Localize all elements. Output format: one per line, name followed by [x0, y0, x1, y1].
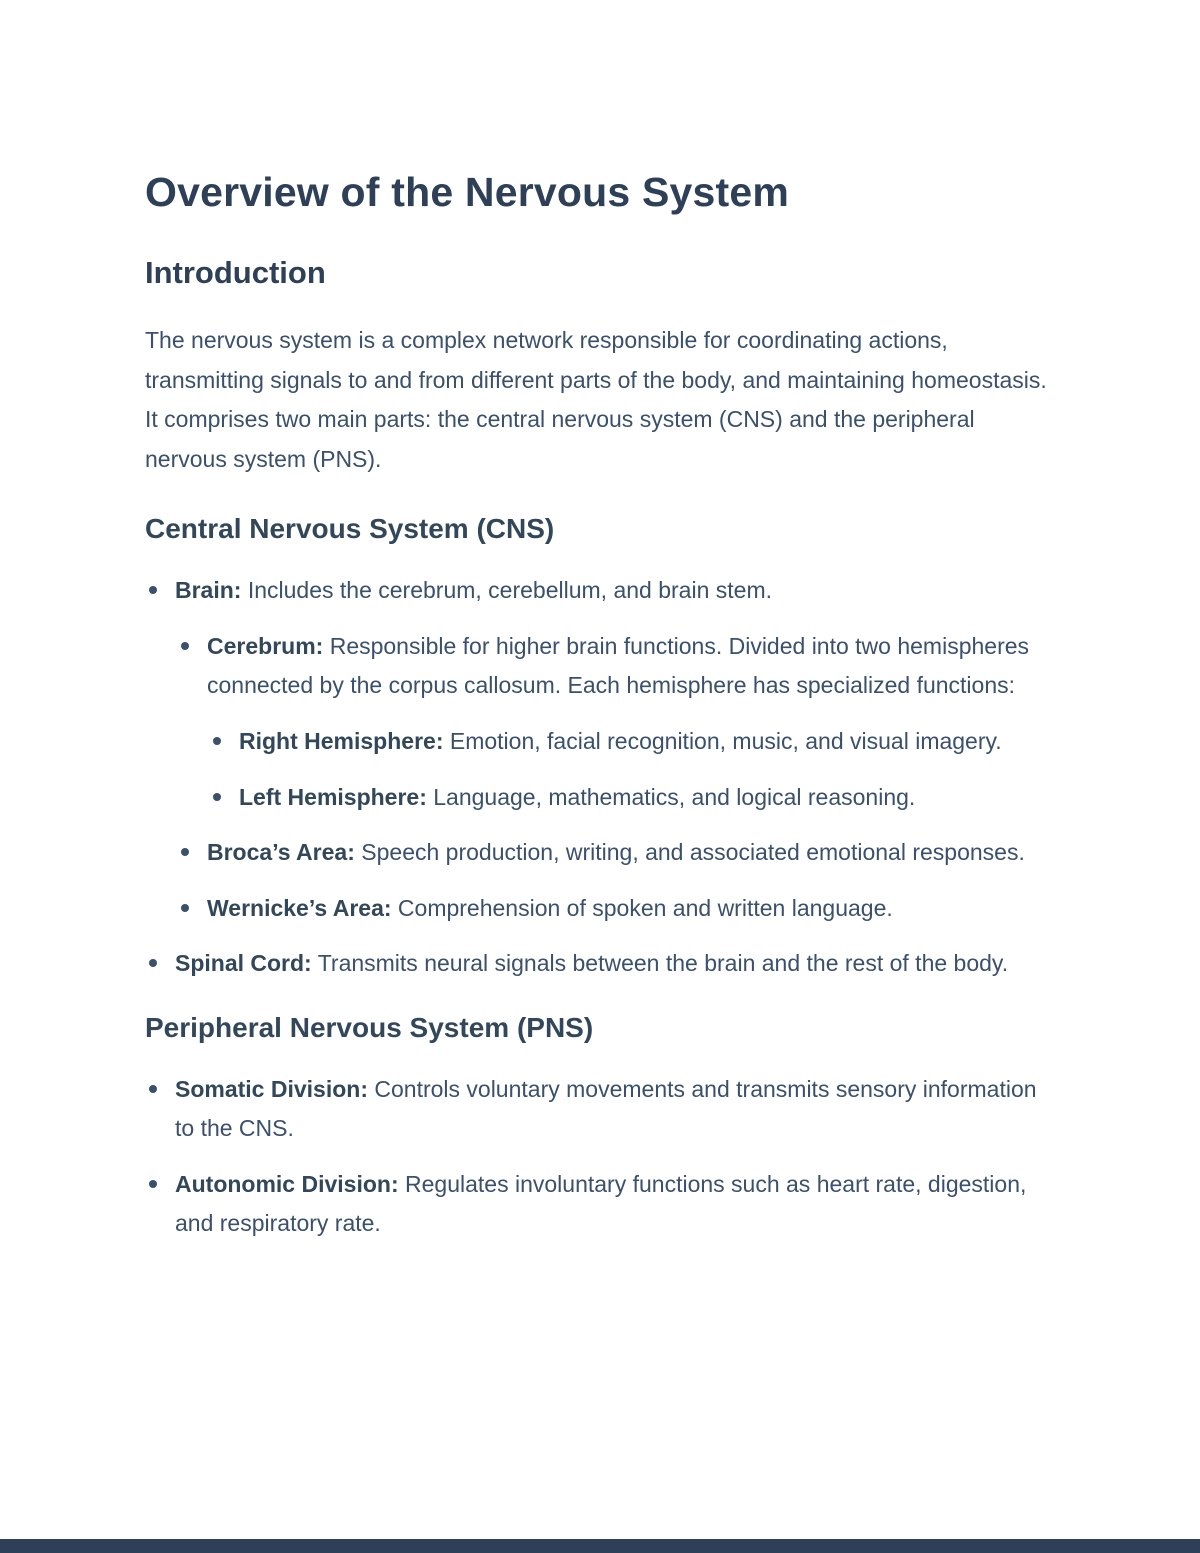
list-item-text: Regulates involuntary functions such as …: [175, 1170, 1027, 1237]
list-item-text: Emotion, facial recognition, music, and …: [443, 728, 1002, 755]
bullet-list: Right Hemisphere: Emotion, facial recogn…: [207, 722, 1057, 817]
list-item-text: Controls voluntary movements and transmi…: [175, 1075, 1037, 1142]
list-item-term: Brain:: [175, 577, 242, 604]
section-heading: Central Nervous System (CNS): [145, 513, 555, 545]
list-item: Autonomic Division: Regulates involuntar…: [145, 1165, 1057, 1244]
bullet-list: Somatic Division: Controls voluntary mov…: [145, 1070, 1057, 1244]
list-item: Broca’s Area: Speech production, writing…: [177, 833, 1057, 873]
section-heading: Peripheral Nervous System (PNS): [145, 1011, 594, 1043]
list-item-text: Comprehension of spoken and written lang…: [391, 894, 893, 921]
bullet-list: Cerebrum: Responsible for higher brain f…: [175, 627, 1057, 928]
list-item-text: Speech production, writing, and associat…: [354, 839, 1025, 866]
page-title: Overview of the Nervous System: [145, 169, 790, 215]
list-item: Brain: Includes the cerebrum, cerebellum…: [145, 571, 1057, 928]
list-item: Spinal Cord: Transmits neural signals be…: [145, 944, 1057, 984]
list-item-term: Wernicke’s Area:: [207, 894, 392, 921]
list-item-term: Broca’s Area:: [207, 839, 355, 866]
list-item-text: Transmits neural signals between the bra…: [311, 950, 1009, 977]
list-item-term: Autonomic Division:: [175, 1170, 399, 1197]
list-item: Wernicke’s Area: Comprehension of spoken…: [177, 889, 1057, 929]
paragraph: The nervous system is a complex network …: [145, 327, 1047, 472]
list-item-term: Somatic Division:: [175, 1075, 368, 1102]
footer-bar: [0, 1539, 1200, 1553]
list-item-term: Left Hemisphere:: [239, 783, 427, 810]
list-item: Somatic Division: Controls voluntary mov…: [145, 1070, 1057, 1149]
bullet-list: Brain: Includes the cerebrum, cerebellum…: [145, 571, 1057, 983]
list-item-text: Language, mathematics, and logical reaso…: [426, 783, 916, 810]
document-content: Overview of the Nervous System Introduct…: [145, 169, 1057, 1244]
list-item: Cerebrum: Responsible for higher brain f…: [177, 627, 1057, 817]
list-item-term: Cerebrum:: [207, 632, 324, 659]
list-item: Right Hemisphere: Emotion, facial recogn…: [209, 722, 1057, 762]
list-item: Left Hemisphere: Language, mathematics, …: [209, 778, 1057, 818]
list-item-term: Spinal Cord:: [175, 950, 312, 977]
list-item-text: Responsible for higher brain functions. …: [207, 632, 1030, 699]
section-heading: Introduction: [145, 255, 326, 291]
list-item-term: Right Hemisphere:: [239, 728, 444, 755]
list-item-text: Includes the cerebrum, cerebellum, and b…: [241, 577, 772, 604]
